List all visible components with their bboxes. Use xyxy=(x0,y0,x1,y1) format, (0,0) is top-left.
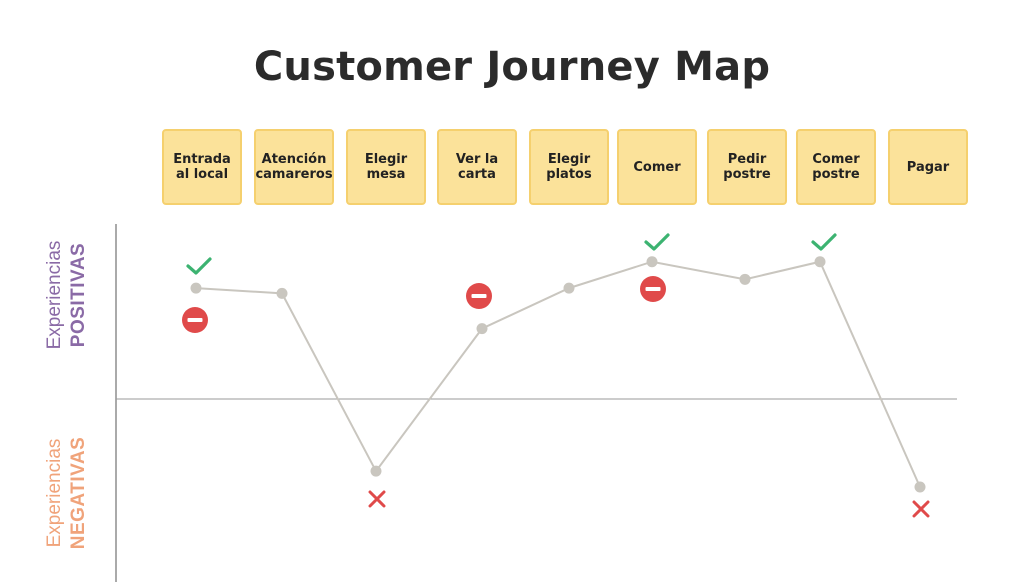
stage-card-pedir-postre: Pedir postre xyxy=(707,129,787,205)
check-icon xyxy=(186,257,212,275)
stage-card-elegir-platos: Elegir platos xyxy=(529,129,609,205)
data-point-6 xyxy=(739,273,751,285)
cross-icon xyxy=(368,490,386,508)
minus-icon xyxy=(182,307,208,333)
data-point-0 xyxy=(190,282,202,294)
data-point-8 xyxy=(914,481,926,493)
data-point-5 xyxy=(646,256,658,268)
stage-card-ver-carta: Ver la carta xyxy=(437,129,517,205)
data-point-4 xyxy=(563,282,575,294)
data-point-3 xyxy=(476,323,488,335)
stage-card-entrada: Entrada al local xyxy=(162,129,242,205)
stage-card-atencion: Atención camareros xyxy=(254,129,334,205)
journey-series-line xyxy=(195,260,921,488)
minus-icon xyxy=(640,276,666,302)
stage-card-pagar: Pagar xyxy=(888,129,968,205)
minus-icon xyxy=(466,283,492,309)
check-icon xyxy=(644,233,670,251)
page-title: Customer Journey Map xyxy=(253,44,771,90)
data-point-2 xyxy=(370,465,382,477)
stage-card-comer: Comer xyxy=(617,129,697,205)
cross-icon xyxy=(912,500,930,518)
stage-card-elegir-mesa: Elegir mesa xyxy=(346,129,426,205)
check-icon xyxy=(811,233,837,251)
data-point-1 xyxy=(276,287,288,299)
stage-card-comer-postre: Comer postre xyxy=(796,129,876,205)
data-point-7 xyxy=(814,256,826,268)
